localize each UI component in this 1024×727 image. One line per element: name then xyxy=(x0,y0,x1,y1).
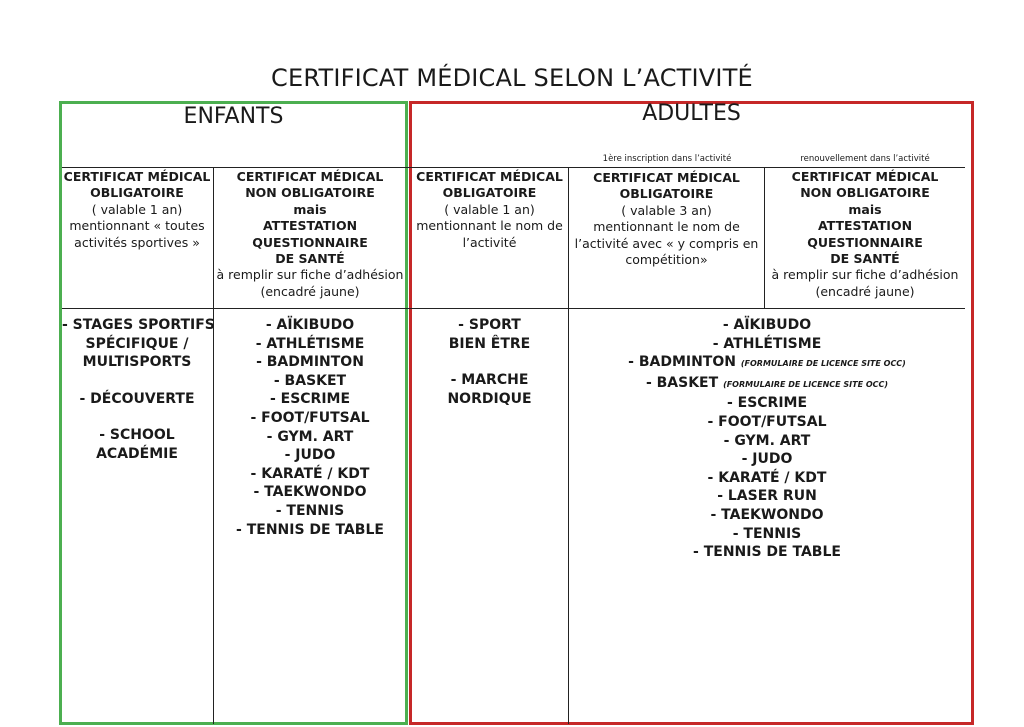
list-item: - GYM. ART xyxy=(723,432,811,449)
list-item: - BASKET (FORMULAIRE DE LICENCE SITE OCC… xyxy=(645,374,889,391)
list-item: ACADÉMIE xyxy=(96,445,178,462)
list-item: - ATHLÉTISME xyxy=(255,335,365,352)
children-frame xyxy=(59,101,408,725)
first-registration-note: 1ère inscription dans l’activité xyxy=(602,154,732,164)
list-item: - LASER RUN xyxy=(717,488,817,505)
list-item: - BADMINTON xyxy=(256,354,364,371)
header-children-mandatory: CERTIFICAT MÉDICAL OBLIGATOIRE ( valable… xyxy=(63,169,211,250)
list-item: - MARCHE xyxy=(450,372,529,389)
list-item: - AÏKIBUDO xyxy=(265,317,355,333)
list-item: - TAEKWONDO xyxy=(710,506,824,523)
list-item: SPÉCIFIQUE / xyxy=(85,335,189,352)
header-adults-mandatory-3yr: CERTIFICAT MÉDICAL OBLIGATOIRE ( valable… xyxy=(574,170,759,268)
list-item: - FOOT/FUTSAL xyxy=(707,413,827,430)
list-item: - ATHLÉTISME xyxy=(712,335,822,352)
list-item: NORDIQUE xyxy=(447,390,532,407)
list-item: - TENNIS DE TABLE xyxy=(693,544,841,561)
list-adults-other: - AÏKIBUDO - ATHLÉTISME - BADMINTON (FOR… xyxy=(570,316,964,562)
list-item: MULTISPORTS xyxy=(82,354,192,371)
list-item: - JUDO xyxy=(741,451,793,468)
adults-frame xyxy=(409,101,974,725)
basket-note: (FORMULAIRE DE LICENCE SITE OCC) xyxy=(723,379,889,389)
list-item: - AÏKIBUDO xyxy=(722,317,812,333)
list-item: - GYM. ART xyxy=(266,428,354,445)
column-divider-2 xyxy=(568,167,569,724)
list-item: - KARATÉ / KDT xyxy=(707,469,827,486)
adults-section-title: ADULTES xyxy=(642,101,741,126)
list-item: - BADMINTON (FORMULAIRE DE LICENCE SITE … xyxy=(628,354,906,371)
children-section-title: ENFANTS xyxy=(183,104,284,129)
renewal-note: renouvellement dans l’activité xyxy=(800,154,930,164)
header-bottom-line xyxy=(62,308,965,309)
header-children-not-mandatory: CERTIFICAT MÉDICAL NON OBLIGATOIRE mais … xyxy=(216,169,404,299)
list-item: - BASKET xyxy=(273,372,347,389)
list-children-not-mandatory: - AÏKIBUDO - ATHLÉTISME - BADMINTON - BA… xyxy=(214,316,406,539)
badminton-note: (FORMULAIRE DE LICENCE SITE OCC) xyxy=(740,359,906,369)
header-adults-not-mandatory: CERTIFICAT MÉDICAL NON OBLIGATOIRE mais … xyxy=(771,169,959,299)
list-children-mandatory: - STAGES SPORTIFS SPÉCIFIQUE / MULTISPOR… xyxy=(62,316,215,464)
column-divider-1 xyxy=(213,167,214,724)
list-item: - TAEKWONDO xyxy=(253,484,367,501)
list-adults-mandatory: - SPORT BIEN ÊTRE - MARCHE NORDIQUE xyxy=(412,316,567,408)
list-item: BIEN ÊTRE xyxy=(448,335,531,352)
list-item: - SPORT xyxy=(458,317,521,333)
list-item: - DÉCOUVERTE xyxy=(79,390,195,407)
header-top-line xyxy=(62,167,965,168)
header-adults-mandatory-1yr: CERTIFICAT MÉDICAL OBLIGATOIRE ( valable… xyxy=(416,169,563,250)
list-item: - SCHOOL xyxy=(99,427,175,444)
page-title: CERTIFICAT MÉDICAL SELON L’ACTIVITÉ xyxy=(271,64,753,92)
list-item: - FOOT/FUTSAL xyxy=(250,409,370,426)
list-item: - ESCRIME xyxy=(726,395,808,412)
list-item: - JUDO xyxy=(284,447,336,464)
list-item: - KARATÉ / KDT xyxy=(250,465,370,482)
list-item: - TENNIS xyxy=(275,502,345,519)
list-item: - TENNIS DE TABLE xyxy=(236,521,384,538)
list-item: - TENNIS xyxy=(732,525,802,542)
list-item: - ESCRIME xyxy=(269,391,351,408)
column-divider-3 xyxy=(764,167,765,308)
list-item: - STAGES SPORTIFS xyxy=(62,317,215,333)
